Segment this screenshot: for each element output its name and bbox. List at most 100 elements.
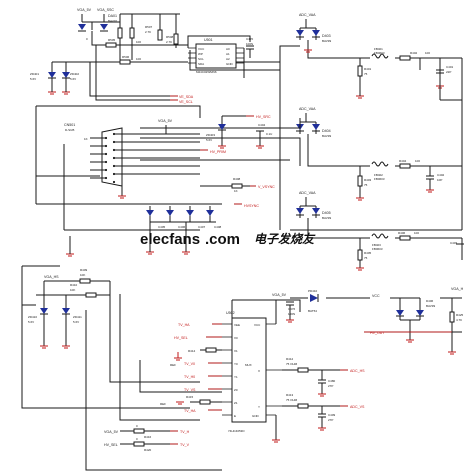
pin-label: GND xyxy=(226,62,234,66)
net-label: VGA_5V xyxy=(272,293,287,297)
pin-label: Z0 xyxy=(234,388,238,392)
pin-label: WP xyxy=(198,52,203,56)
component-value: FB0603 xyxy=(374,51,385,55)
component-ref: D405 xyxy=(322,211,331,215)
component-ref: C407 xyxy=(198,225,206,229)
pin-label: A2 xyxy=(226,57,230,61)
resistor xyxy=(231,183,243,189)
component-value: 22P xyxy=(446,70,451,74)
component-ref: R401 xyxy=(364,67,372,71)
ic-body xyxy=(231,317,267,423)
pin-label: Y1 xyxy=(234,375,238,379)
component-ref: R406 xyxy=(398,231,406,235)
pin-label: E xyxy=(234,414,236,418)
net-label-red: V_VSYNC xyxy=(258,185,275,189)
net-label: ADC_VAA xyxy=(299,191,316,195)
component-value: BAV99 xyxy=(426,304,435,308)
watermark-cn: 电子发烧友 xyxy=(254,232,316,246)
net-label: VGA_5V xyxy=(77,8,92,12)
diode-icon xyxy=(186,210,194,216)
component-ref: R506 xyxy=(122,55,130,59)
component-value: FB0603 xyxy=(374,177,385,181)
pin-label: Y xyxy=(258,405,260,409)
component-value: BAV99 xyxy=(322,216,331,220)
component-ref: U501 xyxy=(204,38,213,42)
net-label-red: VE_SDA xyxy=(179,95,194,99)
resistor xyxy=(357,249,363,261)
pin-label: VCC xyxy=(198,47,205,51)
net-label-red: TV_V0 xyxy=(184,362,195,366)
diode-icon xyxy=(166,210,174,216)
component-value: 10P xyxy=(437,178,442,182)
component-ref: R414 xyxy=(188,349,196,353)
resistor xyxy=(133,441,145,447)
net-label-red: HVSYNC xyxy=(244,204,259,208)
component-ref: PD410 xyxy=(308,289,318,293)
net-label: HV_SEL xyxy=(104,443,118,447)
zener-icon xyxy=(62,308,70,314)
component-ref: C403 xyxy=(450,241,458,245)
component-value: BAV99 xyxy=(322,134,331,138)
component-value: M24C02WMN6 xyxy=(196,70,217,74)
resistor xyxy=(157,29,163,41)
rgb-protect-2: ADC_VAA D404 BAV99 FB402 FB0603 R403 75 … xyxy=(296,107,462,201)
net-label: VCC xyxy=(372,294,380,298)
mux-supply: VGA_5V C476 100N PD410 BAT54 VCC xyxy=(272,289,380,323)
resistor xyxy=(205,347,217,353)
component-value: 4.7K xyxy=(456,318,462,322)
component-ref: C405 xyxy=(158,225,166,229)
component-value: 0.1U xyxy=(266,132,272,136)
component-value: 75 xyxy=(364,183,368,187)
pin-label: A0 xyxy=(226,47,230,51)
component-value: 0 xyxy=(136,424,138,428)
resistor xyxy=(199,399,211,405)
zener-icon xyxy=(48,72,56,78)
diode-icon xyxy=(78,24,86,30)
component-ref: R413 xyxy=(286,393,294,397)
component-ref: C408 xyxy=(214,225,222,229)
component-ref: C406 xyxy=(178,225,186,229)
net-label: VGA_5V xyxy=(104,430,119,434)
net-label-red: TV_H0 xyxy=(184,375,195,379)
vsync-section: R408 1K V_VSYNC HVSYNC xyxy=(200,177,275,208)
component-ref: ZD401 xyxy=(30,72,39,76)
ferrite-icon xyxy=(371,161,389,167)
component-ref: R425 xyxy=(456,313,464,317)
net-label: ADC_VAA xyxy=(299,107,316,111)
component-value: 100 xyxy=(415,159,420,163)
component-value: 27P xyxy=(328,384,333,388)
rgb-protect-1: ADC_VAA D403 BAV99 FB401 FB0603 R401 75 … xyxy=(296,13,462,99)
resistor xyxy=(357,65,363,77)
component-value: 1K xyxy=(234,189,238,193)
component-ref: CN501 xyxy=(64,123,75,127)
ferrite-icon xyxy=(371,233,389,239)
pin-label: A1 xyxy=(226,52,230,56)
watermark-brand: elecfans xyxy=(140,231,200,248)
diode-icon xyxy=(312,208,320,214)
component-ref: R404 xyxy=(399,159,407,163)
diode-icon xyxy=(146,210,154,216)
chip-center-label: MUX xyxy=(245,363,252,367)
component-ref: D406 xyxy=(426,299,434,303)
resistor xyxy=(173,33,179,45)
component-ref: R405 xyxy=(364,251,372,255)
component-value: 2.7K xyxy=(145,30,151,34)
diode-icon xyxy=(312,30,320,36)
net-label-red: TV_HA xyxy=(184,409,196,413)
component-ref: C402 xyxy=(437,173,445,177)
net-label-red: ADC_VS xyxy=(350,405,365,409)
diode-icon xyxy=(296,208,304,214)
resistor xyxy=(79,278,91,284)
component-value: 100 xyxy=(425,51,430,55)
component-ref: FB401 xyxy=(374,47,383,51)
cn501-dsub-connector: CN501 D-SUB 1K xyxy=(64,123,200,199)
resistor xyxy=(119,59,131,65)
right-protect: D406 BAV99 R425 4.7K HV_OUT VGA_H xyxy=(364,287,464,355)
component-ref: R415 xyxy=(186,395,194,399)
component-ref: C476 xyxy=(288,307,296,311)
pin-label: 1K xyxy=(84,137,88,141)
net-label: VGA_5V xyxy=(158,119,173,123)
net-label-red: VE_SCL xyxy=(179,100,193,104)
component-ref: C409 xyxy=(328,413,336,417)
pin-label: X0 xyxy=(234,336,238,340)
